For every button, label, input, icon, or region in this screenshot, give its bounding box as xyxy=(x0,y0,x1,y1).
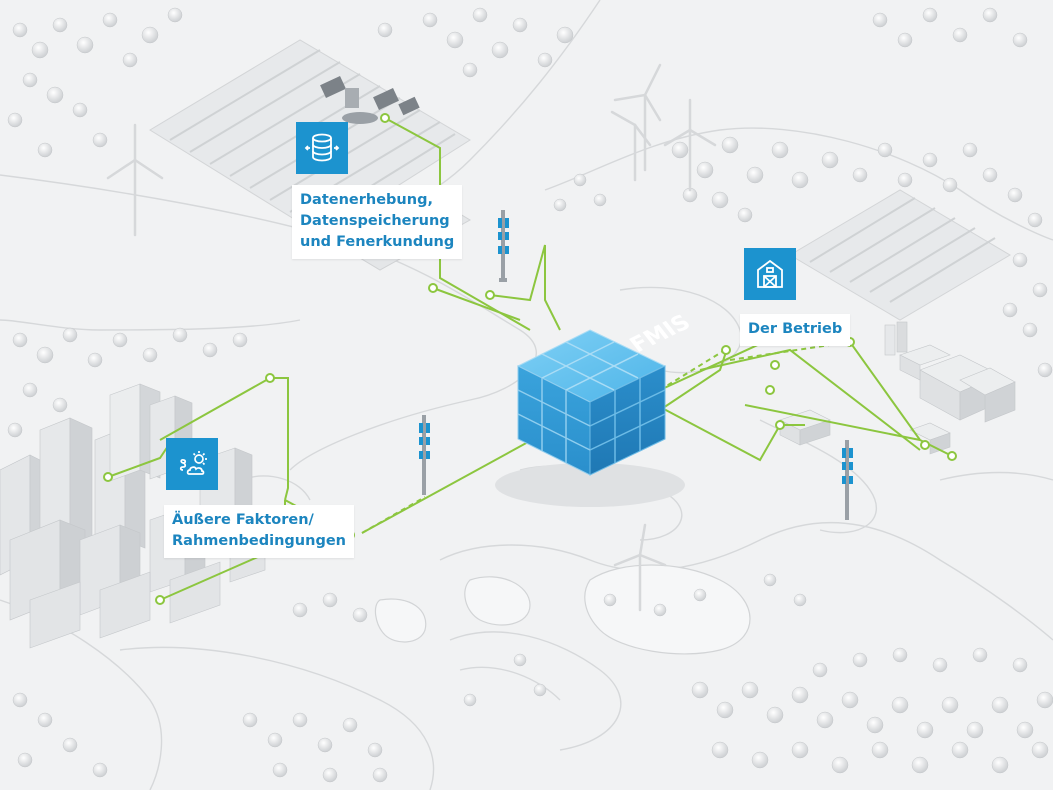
callout-farm-label: Der Betrieb xyxy=(740,314,851,346)
forest xyxy=(7,7,1053,783)
callout-data-line-3: und Fenerkundung xyxy=(300,234,455,250)
barn-icon xyxy=(757,259,783,288)
callout-data-icon-box xyxy=(296,122,348,174)
field-right xyxy=(789,189,1011,321)
cell-towers xyxy=(419,210,853,520)
satellite xyxy=(320,76,420,124)
callout-data-label: Datenerhebung, Datenspeicherung und Fene… xyxy=(292,185,463,259)
callout-factors-line-1: Äußere Faktoren/ xyxy=(172,512,314,528)
callout-factors-line-2: Rahmenbedingungen xyxy=(172,533,346,549)
callout-farm-icon-box xyxy=(744,248,796,300)
callout-data-line-2: Datenspeicherung xyxy=(300,213,450,229)
callout-farm-line-1: Der Betrieb xyxy=(748,321,843,337)
farm-buildings xyxy=(779,321,1016,455)
fmis-cube: FMIS xyxy=(495,310,696,507)
callout-factors-icon-box xyxy=(166,438,218,490)
database-icon xyxy=(304,133,340,162)
paragraph-weather-icon xyxy=(179,451,207,475)
callout-data-line-1: Datenerhebung, xyxy=(300,192,433,208)
callout-factors-label: Äußere Faktoren/ Rahmenbedingungen xyxy=(164,505,354,558)
connector-nodes xyxy=(103,113,957,605)
terrain-plateaus xyxy=(374,564,751,655)
wind-turbines xyxy=(106,63,717,612)
